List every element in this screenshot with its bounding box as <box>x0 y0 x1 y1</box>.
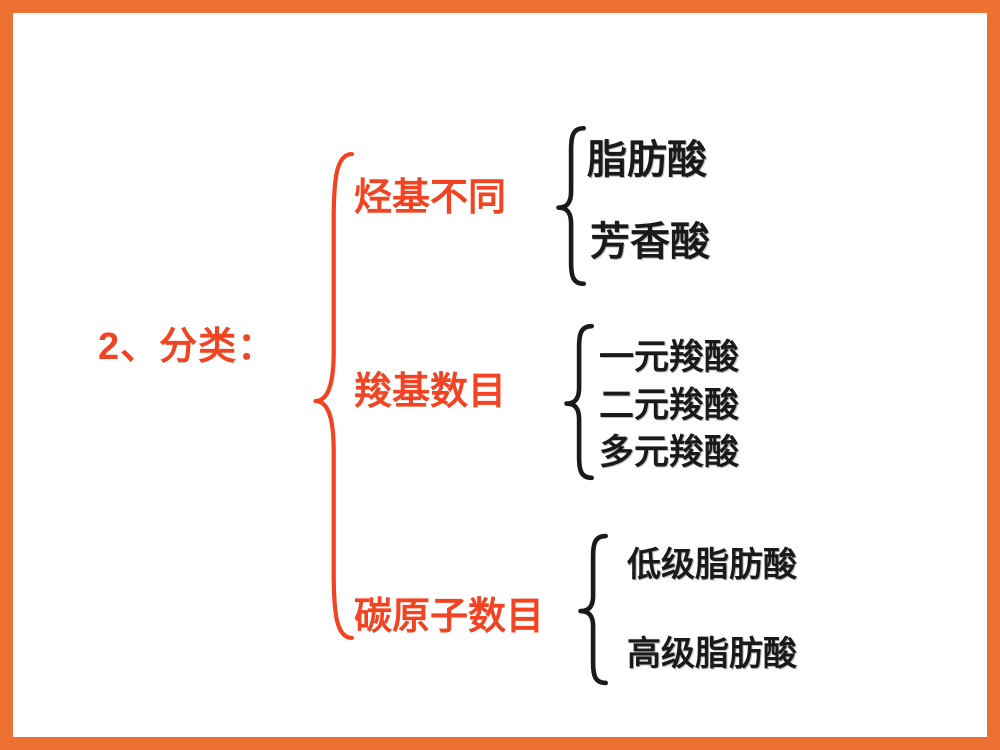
branch-label-hydrocarbyl: 烃基不同 <box>354 177 507 219</box>
leaf-monocarboxylic-acid: 一元羧酸 <box>599 338 740 377</box>
main-brace-icon <box>309 144 361 648</box>
leaf-higher-fatty-acid: 高级脂肪酸 <box>627 636 797 673</box>
branch-label-carbon-count: 碳原子数目 <box>354 596 545 638</box>
leaf-aromatic-acid: 芳香酸 <box>590 219 710 264</box>
leaf-polycarboxylic-acid: 多元羧酸 <box>599 433 740 472</box>
branch-brace-1-icon <box>554 125 590 287</box>
leaf-fatty-acid: 脂肪酸 <box>587 137 707 182</box>
branch-brace-2-icon <box>562 323 598 481</box>
heading-classification: 2、分类： <box>98 326 277 368</box>
leaf-dicarboxylic-acid: 二元羧酸 <box>599 386 740 425</box>
branch-brace-3-icon <box>576 533 612 686</box>
branch-label-carboxyl-count: 羧基数目 <box>354 371 507 413</box>
leaf-lower-fatty-acid: 低级脂肪酸 <box>627 547 797 584</box>
